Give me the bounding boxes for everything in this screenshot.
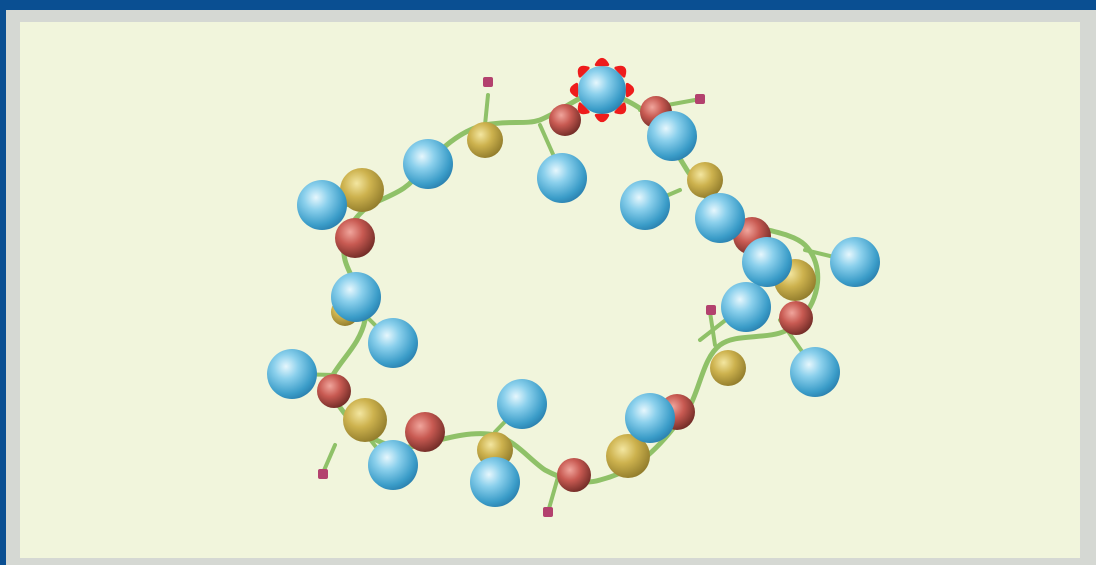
blue-sphere bbox=[497, 379, 547, 429]
blue-sphere bbox=[368, 440, 418, 490]
blue-sphere bbox=[267, 349, 317, 399]
gold-sphere bbox=[606, 434, 650, 478]
blue-sphere bbox=[297, 180, 347, 230]
gold-sphere bbox=[467, 122, 503, 158]
starburst-petal bbox=[625, 82, 635, 98]
terminal-cap-icon bbox=[706, 305, 716, 315]
gold-sphere bbox=[340, 168, 384, 212]
side-chain-link bbox=[483, 93, 490, 127]
gold-sphere bbox=[710, 350, 746, 386]
starburst-petal bbox=[614, 65, 627, 78]
starburst-petal bbox=[614, 102, 627, 115]
blue-sphere bbox=[647, 111, 697, 161]
diagram-panel bbox=[20, 22, 1080, 558]
blue-sphere bbox=[470, 457, 520, 507]
starburst-petal bbox=[577, 65, 590, 78]
blue-sphere bbox=[790, 347, 840, 397]
sphere-layer bbox=[267, 66, 880, 507]
starburst-petal bbox=[594, 57, 610, 67]
gold-sphere bbox=[687, 162, 723, 198]
red-sphere bbox=[557, 458, 591, 492]
red-sphere bbox=[317, 374, 351, 408]
blue-sphere bbox=[721, 282, 771, 332]
blue-sphere bbox=[695, 193, 745, 243]
red-sphere bbox=[549, 104, 581, 136]
terminal-cap-icon bbox=[543, 507, 553, 517]
starburst-marker-icon bbox=[569, 57, 635, 123]
starburst-petal bbox=[569, 82, 579, 98]
starburst-petal bbox=[594, 113, 610, 123]
highlight-marker-layer bbox=[569, 57, 635, 123]
blue-sphere bbox=[830, 237, 880, 287]
gold-sphere bbox=[343, 398, 387, 442]
blue-sphere bbox=[578, 66, 626, 114]
outer-frame bbox=[6, 10, 1096, 565]
blue-sphere bbox=[742, 237, 792, 287]
blue-sphere bbox=[620, 180, 670, 230]
terminal-cap-icon bbox=[483, 77, 493, 87]
terminal-cap-icon bbox=[695, 94, 705, 104]
blue-sphere bbox=[368, 318, 418, 368]
blue-sphere bbox=[331, 272, 381, 322]
red-sphere bbox=[335, 218, 375, 258]
blue-sphere bbox=[403, 139, 453, 189]
blue-sphere bbox=[537, 153, 587, 203]
red-sphere bbox=[405, 412, 445, 452]
red-sphere bbox=[779, 301, 813, 335]
blue-sphere bbox=[625, 393, 675, 443]
starburst-petal bbox=[577, 102, 590, 115]
terminal-cap-icon bbox=[318, 469, 328, 479]
